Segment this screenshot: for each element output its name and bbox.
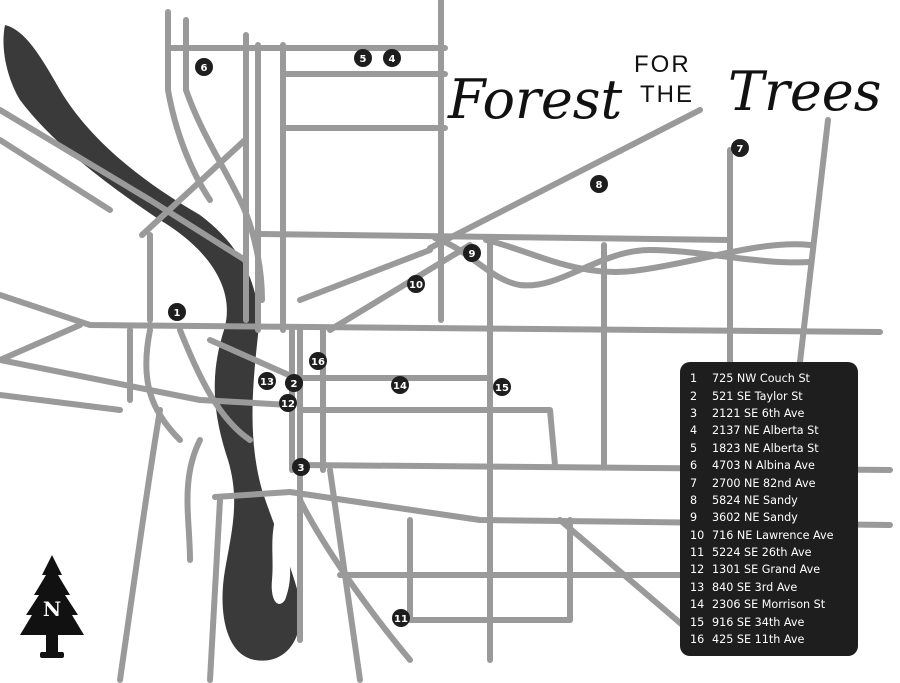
svg-text:5: 5	[360, 54, 367, 65]
legend-item: 6 4703 N Albina Ave	[690, 457, 852, 474]
location-marker-15[interactable]: 15	[493, 378, 511, 396]
location-marker-1[interactable]: 1	[168, 303, 186, 321]
legend-item: 13 840 SE 3rd Ave	[690, 579, 852, 596]
location-marker-11[interactable]: 11	[392, 609, 410, 627]
legend-address: 2137 NE Alberta St	[712, 424, 819, 438]
location-marker-3[interactable]: 3	[292, 458, 310, 476]
legend-number: 6	[690, 459, 698, 473]
legend-number: 3	[690, 406, 698, 420]
location-marker-5[interactable]: 5	[354, 49, 372, 67]
location-marker-16[interactable]: 16	[309, 352, 327, 370]
location-marker-14[interactable]: 14	[391, 376, 409, 394]
legend-address: 716 NE Lawrence Ave	[712, 528, 834, 542]
svg-text:14: 14	[393, 381, 407, 392]
legend-address: 5824 NE Sandy	[712, 493, 798, 507]
legend-item: 12 1301 SE Grand Ave	[690, 561, 852, 578]
legend-address: 521 SE Taylor St	[712, 389, 803, 403]
title-the: THE	[640, 81, 694, 108]
location-marker-6[interactable]: 6	[195, 58, 213, 76]
title-for: FOR	[634, 51, 691, 78]
legend-address: 840 SE 3rd Ave	[712, 580, 798, 594]
river-island	[271, 520, 291, 604]
legend-item: 5 1823 NE Alberta St	[690, 440, 852, 457]
legend-number: 12	[690, 563, 705, 577]
svg-text:10: 10	[409, 280, 423, 291]
svg-text:9: 9	[469, 249, 476, 260]
legend-address: 1301 SE Grand Ave	[712, 563, 821, 577]
legend-number: 16	[690, 633, 705, 647]
legend-number: 4	[690, 424, 698, 438]
legend-number: 5	[690, 441, 698, 455]
svg-text:1: 1	[174, 308, 181, 319]
title-trees: Trees	[728, 60, 881, 123]
location-marker-4[interactable]: 4	[383, 49, 401, 67]
legend-item: 4 2137 NE Alberta St	[690, 422, 852, 439]
legend-number: 11	[690, 546, 705, 560]
legend-item: 14 2306 SE Morrison St	[690, 596, 852, 613]
address-legend: 1 725 NW Couch St 2 521 SE Taylor St 3 2121 S…	[680, 362, 858, 656]
svg-text:2: 2	[291, 379, 298, 390]
legend-item: 3 2121 SE 6th Ave	[690, 405, 852, 422]
legend-item: 7 2700 NE 82nd Ave	[690, 474, 852, 491]
svg-text:13: 13	[260, 377, 274, 388]
location-marker-13[interactable]: 13	[258, 372, 276, 390]
location-markers: 1 2 3 4 5 6 7 8 9 10 11 12 13 14 15 16	[168, 49, 749, 627]
map-title: Forest FOR THE Trees	[447, 51, 881, 131]
legend-item: 2 521 SE Taylor St	[690, 387, 852, 404]
legend-item: 10 716 NE Lawrence Ave	[690, 527, 852, 544]
legend-item: 1 725 NW Couch St	[690, 370, 852, 387]
location-marker-2[interactable]: 2	[285, 374, 303, 392]
svg-text:4: 4	[389, 54, 396, 65]
legend-address: 1823 NE Alberta St	[712, 441, 819, 455]
legend-item: 11 5224 SE 26th Ave	[690, 544, 852, 561]
legend-item: 15 916 SE 34th Ave	[690, 613, 852, 630]
title-forest: Forest	[447, 68, 623, 131]
legend-address: 5224 SE 26th Ave	[712, 546, 812, 560]
legend-number: 14	[690, 598, 705, 612]
svg-text:6: 6	[201, 63, 208, 74]
legend-item: 8 5824 NE Sandy	[690, 492, 852, 509]
legend-item: 16 425 SE 11th Ave	[690, 631, 852, 648]
legend-number: 15	[690, 615, 705, 629]
legend-number: 9	[690, 511, 698, 525]
legend-address: 2700 NE 82nd Ave	[712, 476, 816, 490]
legend-number: 2	[690, 389, 698, 403]
svg-text:3: 3	[298, 463, 305, 474]
legend-address: 916 SE 34th Ave	[712, 615, 805, 629]
legend-address: 3602 NE Sandy	[712, 511, 798, 525]
legend-item: 9 3602 NE Sandy	[690, 509, 852, 526]
location-marker-8[interactable]: 8	[590, 175, 608, 193]
location-marker-12[interactable]: 12	[279, 394, 297, 412]
svg-text:15: 15	[495, 383, 509, 394]
river	[3, 25, 301, 661]
legend-number: 8	[690, 493, 698, 507]
legend-address: 2121 SE 6th Ave	[712, 406, 805, 420]
location-marker-10[interactable]: 10	[407, 275, 425, 293]
location-marker-9[interactable]: 9	[463, 244, 481, 262]
location-marker-7[interactable]: 7	[731, 139, 749, 157]
north-label: N	[43, 597, 61, 621]
legend-number: 7	[690, 476, 698, 490]
svg-text:16: 16	[311, 357, 325, 368]
pine-tree-north-icon: N	[20, 555, 84, 658]
svg-text:11: 11	[394, 614, 408, 625]
legend-number: 10	[690, 528, 705, 542]
legend-address: 2306 SE Morrison St	[712, 598, 826, 612]
legend-address: 425 SE 11th Ave	[712, 633, 805, 647]
svg-text:7: 7	[737, 144, 744, 155]
legend-number: 13	[690, 580, 705, 594]
svg-text:12: 12	[281, 399, 295, 410]
legend-number: 1	[690, 372, 698, 386]
legend-address: 725 NW Couch St	[712, 372, 810, 386]
legend-address: 4703 N Albina Ave	[712, 459, 815, 473]
svg-text:8: 8	[596, 180, 603, 191]
